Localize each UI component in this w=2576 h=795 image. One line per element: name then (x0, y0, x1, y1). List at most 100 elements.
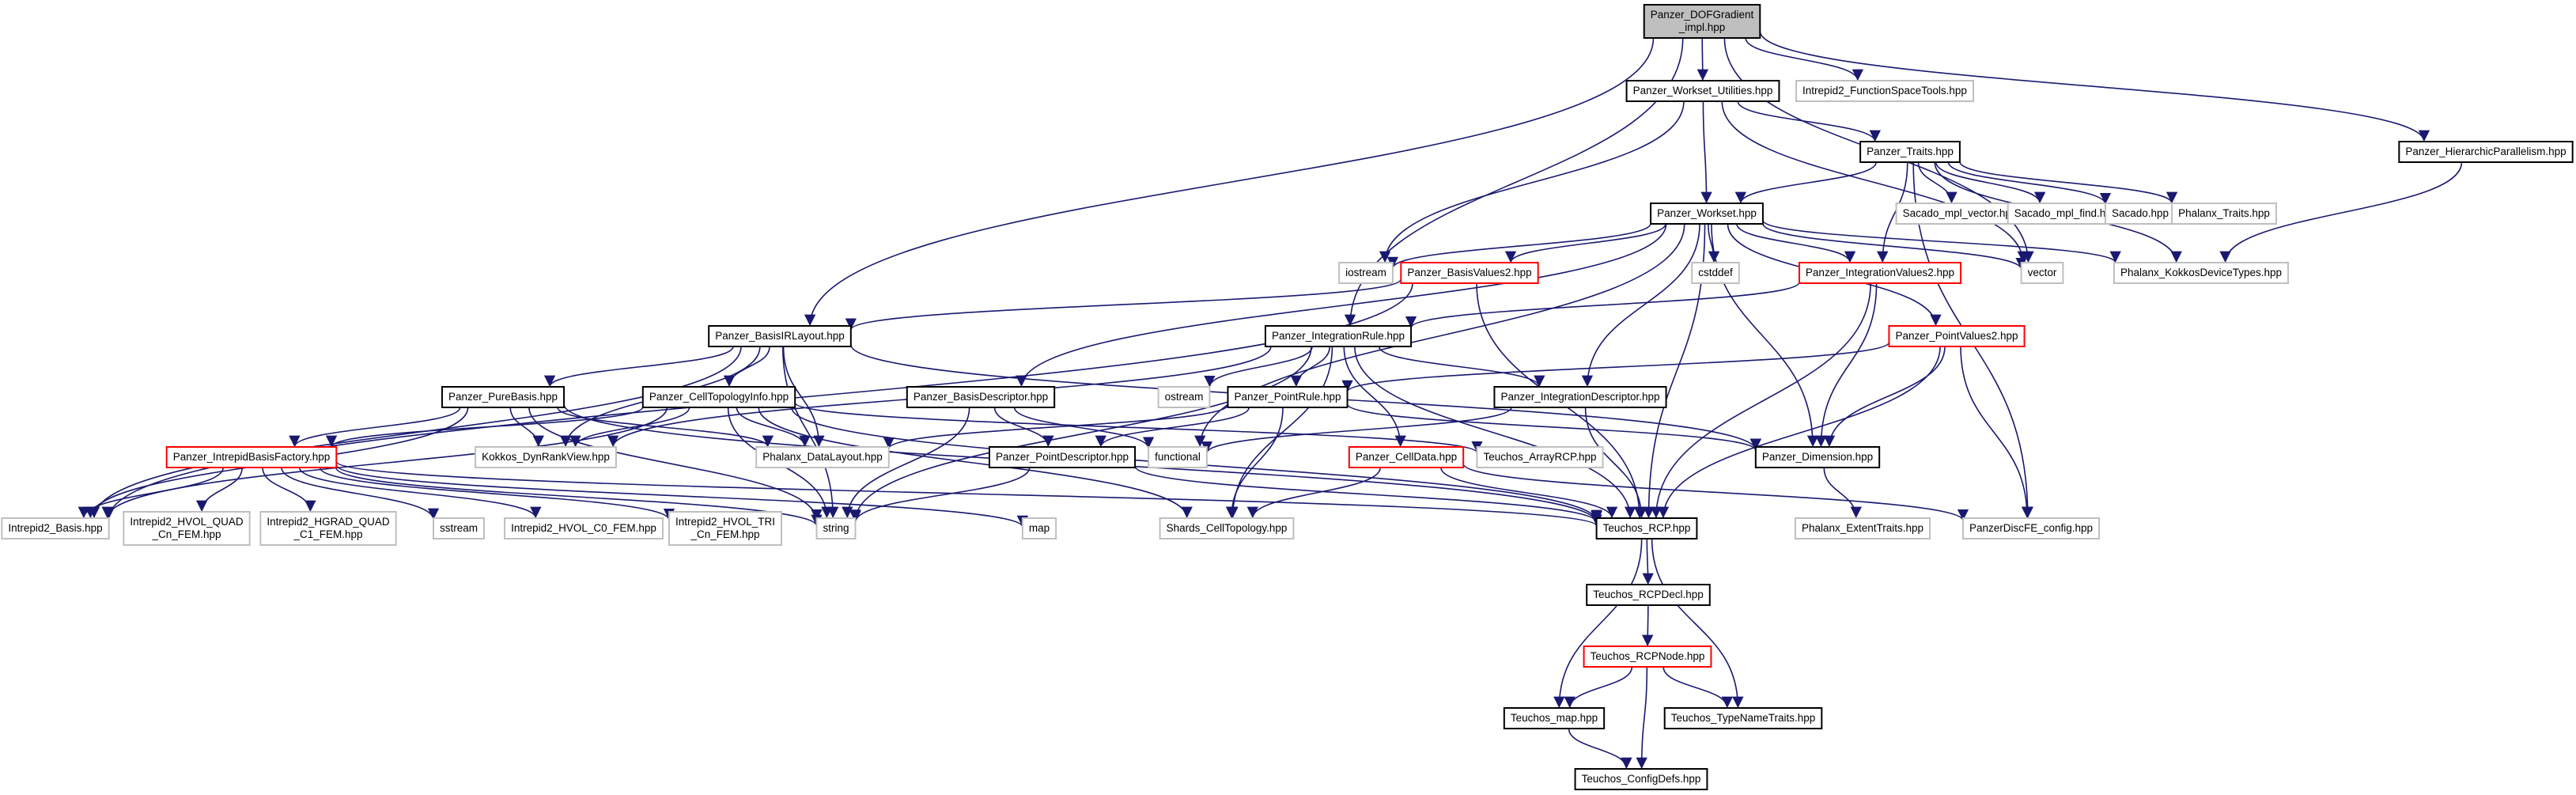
node-pointdesc[interactable]: Panzer_PointDescriptor.hpp (988, 446, 1137, 468)
edge-traits-to-sacado_find (1935, 161, 2046, 204)
node-label: Panzer_PureBasis.hpp (448, 391, 558, 403)
edge-basisirlayout-to-datalayout (782, 346, 825, 448)
edge-rcpnode-to-tmap (1564, 666, 1633, 709)
edge-intrule-to-string (849, 346, 1312, 521)
edge-pointrule-to-datalayout (883, 404, 1229, 449)
node-rcp[interactable]: Teuchos_RCP.hpp (1595, 517, 1698, 539)
node-box (504, 517, 664, 539)
node-discfe[interactable]: PanzerDiscFE_config.hpp (1961, 517, 2101, 539)
edge-workset_utils-to-workset (1700, 100, 1712, 204)
edge-workset-to-intdesc (1581, 223, 1700, 388)
node-dynrank[interactable]: Kokkos_DynRankView.hpp (475, 446, 617, 468)
node-workset_utils[interactable]: Panzer_Workset_Utilities.hpp (1625, 80, 1780, 102)
node-intdesc[interactable]: Panzer_IntegrationDescriptor.hpp (1493, 386, 1667, 408)
node-label: Panzer_Workset.hpp (1657, 207, 1757, 219)
node-intrule[interactable]: Panzer_IntegrationRule.hpp (1264, 325, 1413, 347)
node-configdefs[interactable]: Teuchos_ConfigDefs.hpp (1574, 768, 1708, 790)
node-iostream[interactable]: iostream (1338, 262, 1394, 284)
node-label: Panzer_CellData.hpp (1356, 451, 1457, 463)
node-purebasis[interactable]: Panzer_PureBasis.hpp (441, 386, 566, 408)
node-label: Panzer_Traits.hpp (1867, 146, 1954, 157)
edge-basisirlayout-to-purebasis (544, 346, 734, 388)
node-tmap[interactable]: Teuchos_map.hpp (1503, 707, 1606, 729)
edge-workset-to-basisvalues2 (1504, 223, 1666, 263)
node-box (1, 517, 110, 539)
edge-intdesc-to-rcp (1584, 407, 1647, 519)
node-string[interactable]: string (815, 517, 857, 539)
node-arrayrcp[interactable]: Teuchos_ArrayRCP.hpp (1476, 446, 1604, 468)
node-hvoltri[interactable]: Intrepid2_HVOL_TRI_Cn_FEM.hpp (668, 511, 783, 546)
node-sacado_vec[interactable]: Sacado_mpl_vector.hpp (1895, 203, 2025, 225)
node-label: Sacado_mpl_find.hpp (2014, 207, 2118, 219)
node-functional[interactable]: functional (1148, 446, 1208, 468)
node-label: _C1_FEM.hpp (293, 528, 362, 540)
node-workset[interactable]: Panzer_Workset.hpp (1650, 203, 1764, 225)
node-label: Shards_CellTopology.hpp (1167, 522, 1288, 534)
node-label: _Cn_FEM.hpp (690, 528, 759, 540)
node-celltopo[interactable]: Panzer_CellTopologyInfo.hpp (641, 386, 796, 408)
edge-ibfactory-to-i2basis (78, 467, 224, 519)
node-rcpnode[interactable]: Teuchos_RCPNode.hpp (1583, 645, 1712, 668)
node-map[interactable]: map (1021, 517, 1057, 539)
edge-pointvalues2-to-pointrule (1341, 342, 1890, 392)
node-box (668, 511, 783, 546)
edge-workset_utils-to-traits (1737, 100, 1881, 142)
node-label: Phalanx_DataLayout.hpp (762, 451, 883, 463)
node-pointvalues2[interactable]: Panzer_PointValues2.hpp (1888, 325, 2026, 347)
node-hvolquad[interactable]: Intrepid2_HVOL_QUAD_Cn_FEM.hpp (123, 511, 251, 546)
node-box (1264, 325, 1413, 347)
node-label: Phalanx_ExtentTraits.hpp (1802, 522, 1923, 534)
edge-workset-to-intvalues2 (1736, 223, 1856, 263)
node-vector[interactable]: vector (2020, 262, 2064, 284)
node-box (641, 386, 796, 408)
node-label: ostream (1165, 391, 1204, 403)
node-sacado_find[interactable]: Sacado_mpl_find.hpp (2007, 203, 2125, 225)
node-label: Panzer_PointValues2.hpp (1895, 330, 2018, 342)
node-datalayout[interactable]: Phalanx_DataLayout.hpp (755, 446, 890, 468)
edge-purebasis-to-datalayout (557, 407, 774, 448)
node-hvolc0[interactable]: Intrepid2_HVOL_C0_FEM.hpp (504, 517, 664, 539)
node-intvalues2[interactable]: Panzer_IntegrationValues2.hpp (1798, 262, 1962, 284)
node-i2basis[interactable]: Intrepid2_Basis.hpp (1, 517, 110, 539)
node-pointrule[interactable]: Panzer_PointRule.hpp (1227, 386, 1349, 408)
node-box (259, 511, 397, 546)
node-label: vector (2028, 267, 2057, 278)
node-basisdesc[interactable]: Panzer_BasisDescriptor.hpp (906, 386, 1056, 408)
edge-ibfactory-to-map (335, 464, 1028, 528)
node-fst[interactable]: Intrepid2_FunctionSpaceTools.hpp (1795, 80, 1974, 102)
edge-workset_utils-to-iostream (1379, 100, 1685, 263)
node-basisirlayout[interactable]: Panzer_BasisIRLayout.hpp (708, 325, 852, 347)
node-sacado[interactable]: Sacado.hpp (2104, 203, 2177, 225)
node-ibfactory[interactable]: Panzer_IntrepidBasisFactory.hpp (165, 446, 338, 468)
node-root[interactable]: Panzer_DOFGradient_impl.hpp (1643, 4, 1761, 39)
edge-workset-to-basisdesc (1016, 223, 1667, 388)
node-phx_kokkos[interactable]: Phalanx_KokkosDeviceTypes.hpp (2113, 262, 2290, 284)
edge-workset-to-iostream (1386, 223, 1651, 269)
node-box (2020, 262, 2064, 284)
node-phx_traits[interactable]: Phalanx_Traits.hpp (2171, 203, 2277, 225)
edge-celltopo-to-ibfactory (326, 406, 644, 448)
node-label: functional (1155, 451, 1201, 463)
node-box (1754, 446, 1881, 468)
node-label: Intrepid2_HVOL_C0_FEM.hpp (511, 522, 656, 534)
node-hgradquad[interactable]: Intrepid2_HGRAD_QUAD_C1_FEM.hpp (259, 511, 397, 546)
node-shards[interactable]: Shards_CellTopology.hpp (1159, 517, 1295, 539)
edge-basisdesc-to-pointdesc (993, 407, 1054, 448)
edge-ibfactory-to-string (335, 467, 823, 527)
node-traits[interactable]: Panzer_Traits.hpp (1859, 141, 1961, 163)
node-celldata[interactable]: Panzer_CellData.hpp (1348, 446, 1465, 468)
node-hier[interactable]: Panzer_HierarchicParallelism.hpp (2398, 141, 2574, 163)
node-sstream[interactable]: sstream (432, 517, 486, 539)
node-ostream[interactable]: ostream (1157, 386, 1211, 408)
node-basisvalues2[interactable]: Panzer_BasisValues2.hpp (1400, 262, 1539, 284)
edge-celltopo-to-arrayrcp (794, 402, 1483, 453)
node-cstddef[interactable]: cstddef (1691, 262, 1740, 284)
node-typename[interactable]: Teuchos_TypeNameTraits.hpp (1663, 707, 1823, 729)
edge-ibfactory-to-hvoltri (319, 467, 675, 521)
node-box (1476, 446, 1604, 468)
node-extent[interactable]: Phalanx_ExtentTraits.hpp (1794, 517, 1931, 539)
node-rcpdecl[interactable]: Teuchos_RCPDecl.hpp (1586, 584, 1711, 606)
node-box (1888, 325, 2026, 347)
node-dimension[interactable]: Panzer_Dimension.hpp (1754, 446, 1881, 468)
